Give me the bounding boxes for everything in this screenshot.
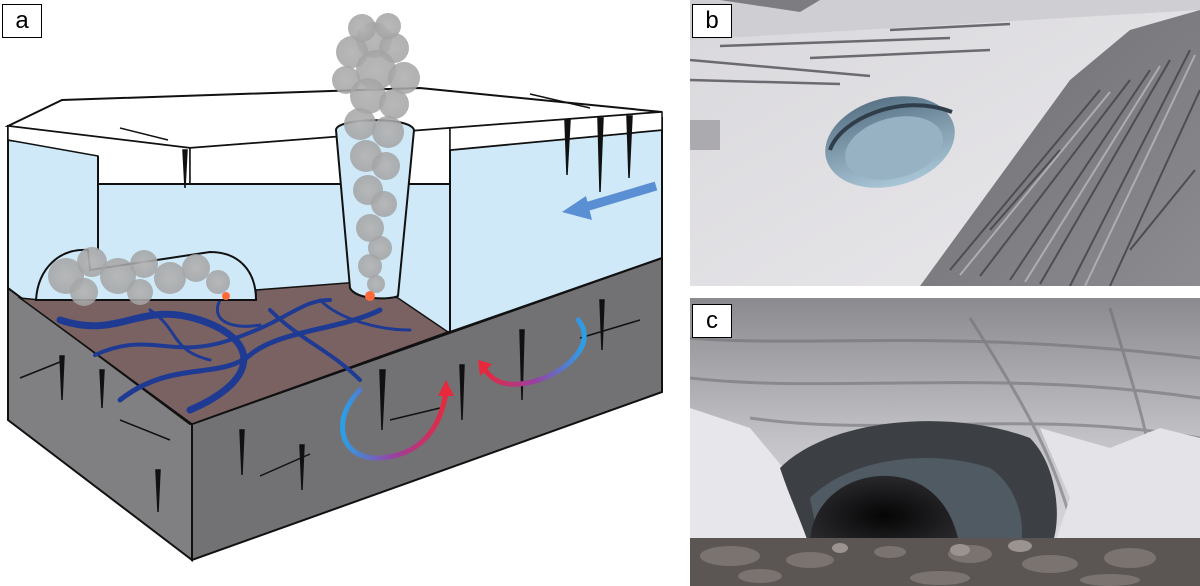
panel-label-b: b [692,4,732,38]
ice-cave-mouth [809,475,960,548]
panel-label-a: a [2,4,42,38]
flow-arrow-icon [562,181,658,220]
panel-c: c [690,298,1200,586]
meltwater-channels [56,298,412,414]
crevasse-field [920,10,1200,286]
bedrock-cracks [19,299,641,513]
convection-arrow-icon [340,317,587,461]
photo-c-ice-cave [690,298,1200,586]
panel-b: b [690,0,1200,286]
crevasses [119,93,633,193]
panel-label-c: c [692,304,732,338]
panel-a: a [2,4,663,563]
photo-b-glacier-pit [690,0,1200,286]
cave-steam [48,247,230,306]
fumarole-vent-icon [365,291,375,301]
glacier-cross-section-diagram [4,13,663,563]
steam-plume-icon [332,13,420,293]
